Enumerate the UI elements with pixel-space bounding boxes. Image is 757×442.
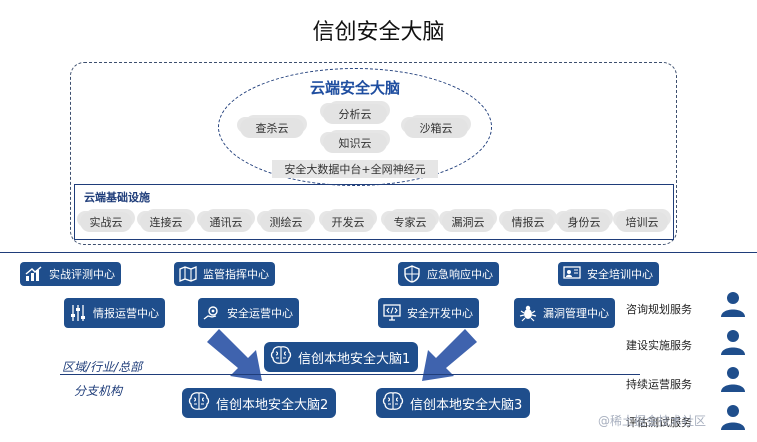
center-loudong-guanli: 漏洞管理中心	[514, 298, 615, 328]
arrow-left	[207, 329, 262, 381]
infra-cloud-zhuanjia: 专家云	[384, 212, 436, 232]
infra-cloud-cehui: 测绘云	[260, 212, 312, 232]
cloud-fenxi: 分析云	[323, 104, 387, 124]
infra-cloud-tongxun: 通讯云	[200, 212, 252, 232]
infra-cloud-loudong: 漏洞云	[442, 212, 494, 232]
brain-label: 信创本地安全大脑3	[410, 397, 523, 413]
cloud-shaxiang: 沙箱云	[404, 118, 468, 138]
person-icon	[721, 405, 745, 430]
brain-label: 信创本地安全大脑2	[216, 397, 329, 413]
cloud-brain-title: 云端安全大脑	[309, 79, 400, 97]
bug-icon	[518, 304, 538, 322]
service-pinggu-ceshi: 评估测试服务	[626, 416, 692, 429]
cloud-zhishi: 知识云	[323, 133, 387, 153]
infra-cloud-peixun: 培训云	[616, 212, 668, 232]
shield-icon	[402, 265, 422, 283]
center-label: 情报运营中心	[93, 307, 159, 320]
cloud-chasha: 查杀云	[240, 118, 304, 138]
region-divider	[60, 374, 640, 375]
center-label: 漏洞管理中心	[543, 307, 609, 320]
gear-hand-icon	[202, 304, 222, 322]
local-brain-3: 信创本地安全大脑3	[376, 388, 531, 418]
center-anquan-yunying: 安全运营中心	[198, 298, 299, 328]
local-brain-2: 信创本地安全大脑2	[182, 388, 337, 418]
infrastructure-box	[74, 184, 674, 240]
service-chixu-yunying: 持续运营服务	[626, 378, 692, 391]
infra-cloud-qingbao: 情报云	[502, 212, 554, 232]
watermark: @稀土掘金技术社区	[598, 414, 707, 428]
chart-up-icon	[24, 265, 44, 283]
center-label: 安全开发中心	[407, 307, 473, 320]
center-jianguan-zhihui: 监管指挥中心	[174, 262, 275, 286]
service-zixun-guihua: 咨询规划服务	[626, 303, 692, 316]
infrastructure-title: 云端基础设施	[84, 191, 150, 204]
center-anquan-peixun: 安全培训中心	[558, 262, 659, 286]
cloud-brain-ellipse	[218, 68, 492, 186]
person-icon	[721, 292, 745, 317]
center-label: 监管指挥中心	[203, 268, 269, 281]
infra-cloud-shizhan: 实战云	[80, 212, 132, 232]
map-icon	[178, 265, 198, 283]
person-icon	[721, 367, 745, 392]
region-label-branch: 分支机构	[74, 384, 123, 398]
cloud-frame	[70, 62, 677, 245]
presentation-icon	[562, 265, 582, 283]
center-anquan-kaifa: 安全开发中心	[378, 298, 479, 328]
service-jianshe-shishi: 建设实施服务	[626, 339, 692, 352]
brain-label: 信创本地安全大脑1	[298, 351, 411, 367]
divider-line	[0, 252, 757, 253]
bigdata-platform: 安全大数据中台+全网神经元	[272, 160, 438, 178]
center-qingbao-yunying: 情报运营中心	[64, 298, 165, 328]
region-label-hq: 区域/行业/总部	[62, 360, 143, 374]
brain-icon	[188, 391, 210, 415]
center-label: 安全运营中心	[227, 307, 293, 320]
center-label: 实战评测中心	[49, 268, 115, 281]
code-monitor-icon	[382, 304, 402, 322]
local-brain-1: 信创本地安全大脑1	[264, 342, 419, 372]
center-yingji-xiangying: 应急响应中心	[398, 262, 499, 286]
brain-icon	[270, 345, 292, 369]
infra-cloud-lianjie: 连接云	[140, 212, 192, 232]
sliders-icon	[68, 304, 88, 322]
infra-cloud-kaifa: 开发云	[322, 212, 374, 232]
infra-cloud-shenfen: 身份云	[558, 212, 610, 232]
center-shizhan-pingce: 实战评测中心	[20, 262, 121, 286]
person-icon	[721, 330, 745, 355]
page-title: 信创安全大脑	[312, 20, 445, 45]
brain-icon	[382, 391, 404, 415]
center-label: 应急响应中心	[427, 268, 493, 281]
center-label: 安全培训中心	[587, 268, 653, 281]
arrow-right	[422, 329, 477, 381]
